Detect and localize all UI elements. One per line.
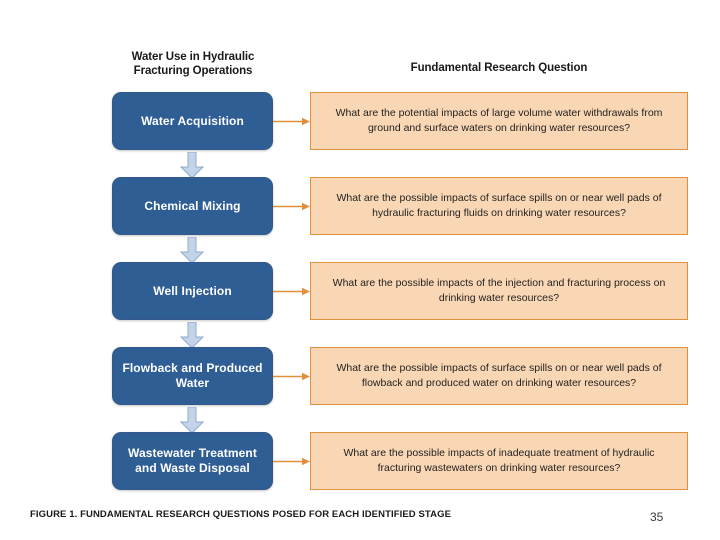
stage-box-well-injection: Well Injection — [112, 262, 273, 320]
connector-arrow-right-3 — [273, 287, 310, 296]
stage-box-flowback-and-produced-water: Flowback and Produced Water — [112, 347, 273, 405]
figure-caption: FIGURE 1. FUNDAMENTAL RESEARCH QUESTIONS… — [30, 509, 452, 520]
connector-arrow-right-1 — [273, 117, 310, 126]
stage-box-wastewater-treatment-and-waste-disposal: Wastewater Treatment and Waste Disposal — [112, 432, 273, 490]
flow-arrow-down-3 — [180, 322, 204, 349]
flow-arrow-down-1 — [180, 152, 204, 179]
question-box-well-injection: What are the possible impacts of the inj… — [310, 262, 688, 320]
question-box-water-acquisition: What are the potential impacts of large … — [310, 92, 688, 150]
connector-arrow-right-4 — [273, 372, 310, 381]
column-header-stages: Water Use in Hydraulic Fracturing Operat… — [131, 51, 255, 77]
stage-box-chemical-mixing: Chemical Mixing — [112, 177, 273, 235]
page-number: 35 — [650, 510, 664, 524]
question-box-flowback-and-produced-water: What are the possible impacts of surface… — [310, 347, 688, 405]
connector-arrow-right-5 — [273, 457, 310, 466]
connector-arrow-right-2 — [273, 202, 310, 211]
question-box-chemical-mixing: What are the possible impacts of surface… — [310, 177, 688, 235]
column-header-research-question: Fundamental Research Question — [410, 62, 588, 74]
stage-box-water-acquisition: Water Acquisition — [112, 92, 273, 150]
flow-arrow-down-4 — [180, 407, 204, 434]
question-box-wastewater-treatment-and-waste-disposal: What are the possible impacts of inadequ… — [310, 432, 688, 490]
flow-arrow-down-2 — [180, 237, 204, 264]
